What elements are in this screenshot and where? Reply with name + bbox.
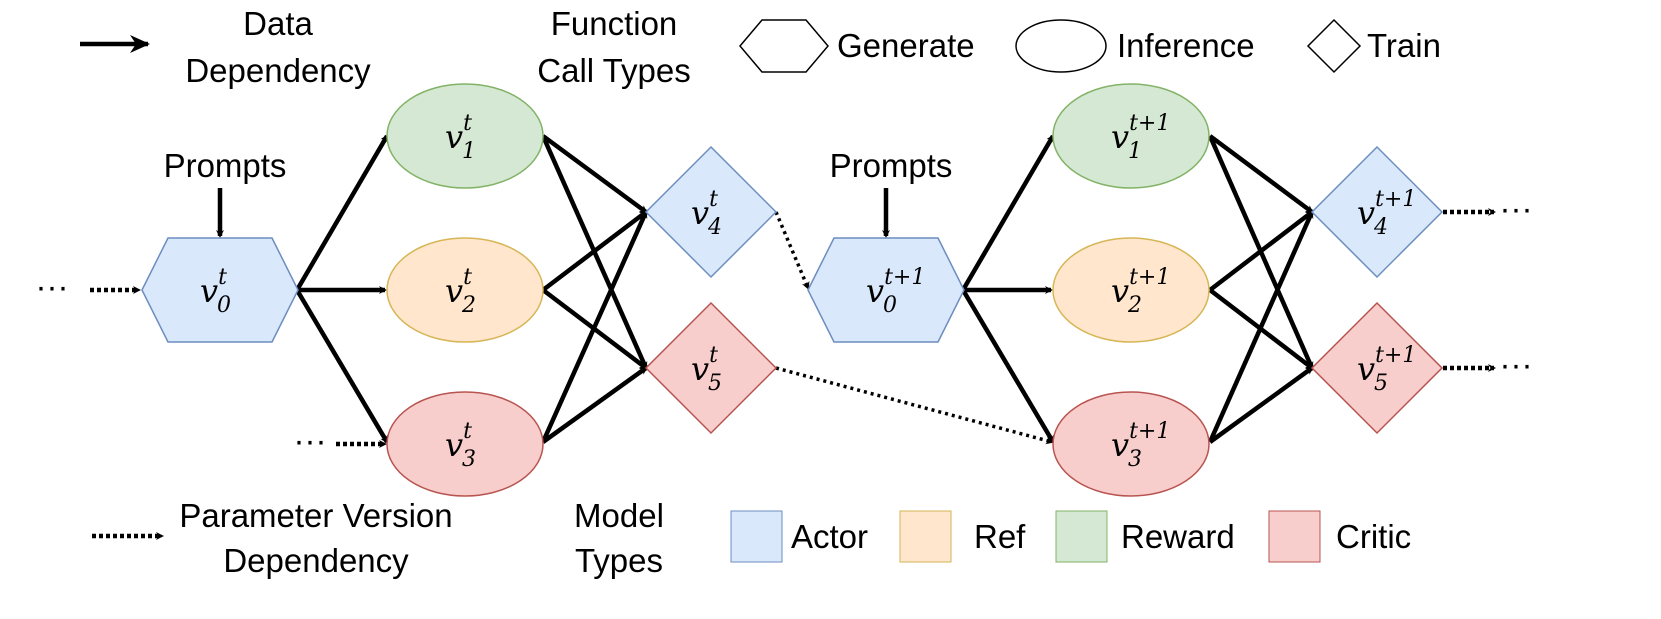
legend-data-dependency: Data Dependency [80,5,371,89]
legend-param-label-2: Dependency [223,542,409,579]
ellipsis-left-critic: ··· [294,422,327,459]
node-t-v4-subscript: 4 [707,215,722,240]
legend-actor-label: Actor [791,518,868,555]
node-t1-v4-shape [1310,145,1444,279]
edge-t1-v3-v5 [1208,366,1314,444]
edge-t1-v0-v1 [961,134,1055,292]
prompts-label-t1: Prompts [830,147,953,184]
node-t1-v1-shape [1052,83,1210,189]
model-types-label-1: Model [574,497,664,534]
node-t-v2-subscript: 2 [461,293,476,318]
ref-swatch-border [899,510,952,563]
reward-swatch-border [1055,510,1108,563]
prompts-label-t: Prompts [164,147,287,184]
legend-inference-label: Inference [1117,27,1255,64]
node-t-v2-label: vt [445,265,472,310]
critic-swatch [1269,511,1320,562]
legend-reward-label: Reward [1121,518,1235,555]
edge-t1-v3-v4 [1207,210,1315,443]
node-t1-v5-label: vt+1 [1357,343,1416,388]
node-t-v5-label: vt [691,343,718,388]
node-t-v0-subscript: 0 [217,293,231,318]
legend-param-label-1: Parameter Version [179,497,452,534]
legend-function-call-types: Function Call Types [537,5,690,89]
node-t1-v4-label: vt+1 [1357,187,1416,232]
actor-swatch [731,511,782,562]
node-t-v5-subscript: 5 [708,371,722,396]
node-t1-v5-subscript: 5 [1374,371,1388,396]
node-t-v5-shape [644,301,778,435]
edge-t-v0-v3 [295,288,389,444]
node-t-v4-label: vt [691,187,718,232]
legend-generate: Generate [739,19,975,73]
node-t1-v3-shape [1052,391,1210,497]
node-t1-v0-label: vt+1 [866,265,925,310]
nodes: vt0vt1vt2vt3vt4vt5vt+10vt+11vt+12vt+13vt… [141,83,1444,497]
node-t1-v2-subscript: 2 [1127,293,1142,318]
node-t-v0-shape [141,237,299,343]
ellipsis-left: ··· [36,268,69,305]
legend-inference: Inference [1015,19,1255,73]
legend-models: Actor Ref Reward Critic [730,510,1411,563]
legend-data-label-2: Dependency [185,52,371,89]
node-t1-v2-shape [1052,237,1210,343]
node-t-v3-subscript: 3 [462,447,476,472]
node-t1-v0-shape [807,237,965,343]
function-call-label-1: Function [551,5,678,42]
dotted-t-v4-to-t1-v0 [774,211,810,290]
node-t1-v3-subscript: 3 [1128,447,1142,472]
node-t-v0-label: vt [200,265,227,310]
legend-critic-label: Critic [1336,518,1411,555]
node-t1-v0-subscript: 0 [883,293,897,318]
node-t-v1-label: vt [445,111,472,156]
ref-swatch [900,511,951,562]
node-t1-v5-shape [1310,301,1444,435]
ellipsis-right-actor: ··· [1500,190,1533,227]
legend-generate-label: Generate [837,27,975,64]
edge-t1-v0-v3 [961,288,1055,444]
function-call-label-2: Call Types [537,52,690,89]
node-t-v3-label: vt [445,419,472,464]
diamond-icon [1306,18,1362,74]
actor-swatch-border [730,510,783,563]
edge-t-v3-v4 [540,210,649,443]
legend-ref-label: Ref [974,518,1026,555]
edges [90,134,1496,448]
legend-train: Train [1306,18,1441,74]
legend-parameter-version-dependency: Parameter Version Dependency [92,497,453,579]
node-t1-v3-label: vt+1 [1111,419,1170,464]
node-t-v2-shape [386,237,544,343]
edge-t-v3-v5 [541,366,648,444]
node-t-v1-shape [386,83,544,189]
ellipsis-right-critic: ··· [1500,346,1533,383]
node-t1-v1-label: vt+1 [1111,111,1170,156]
hexagon-icon [739,19,829,73]
edge-t1-v1-v4 [1208,134,1314,214]
edge-t1-v2-v4 [1208,210,1314,292]
edge-t-v1-v4 [541,134,648,214]
legend-model-types: Model Types [574,497,664,579]
dotted-t-v5-to-t1-v3 [775,366,1054,445]
legend-data-label-1: Data [243,5,313,42]
node-t-v1-subscript: 1 [462,139,476,164]
node-t1-v2-label: vt+1 [1111,265,1170,310]
node-t-v3-shape [386,391,544,497]
ellipse-icon [1015,19,1107,73]
node-t1-v4-subscript: 4 [1373,215,1388,240]
edge-t-v0-v1 [295,134,389,292]
reward-swatch [1056,511,1107,562]
critic-swatch-border [1268,510,1321,563]
model-types-label-2: Types [575,542,663,579]
node-t1-v1-subscript: 1 [1128,139,1142,164]
legend-train-label: Train [1367,27,1441,64]
edge-t-v2-v4 [541,210,648,292]
node-t-v4-shape [644,145,778,279]
